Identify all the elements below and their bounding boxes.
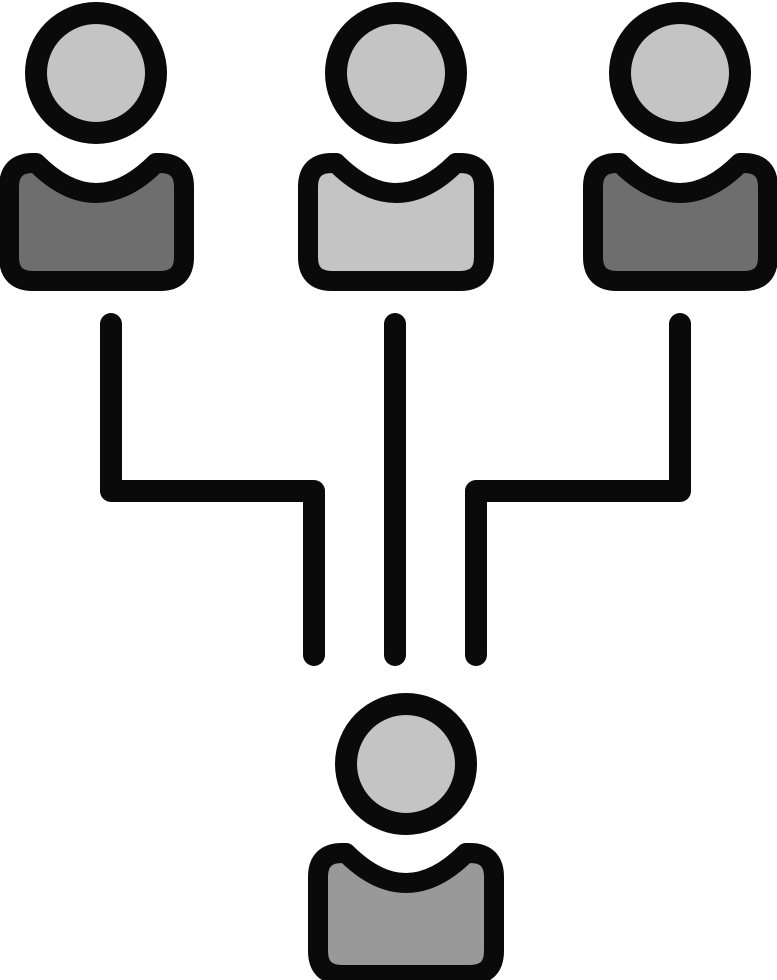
person-center-user-icon: [298, 2, 494, 291]
person-left-user-icon: [0, 2, 194, 291]
person-bottom-user-icon: [308, 693, 504, 980]
connectors-group: [100, 313, 691, 666]
person-bottom-body: [308, 843, 504, 980]
person-center-body: [298, 153, 494, 291]
connector-right: [465, 313, 691, 666]
person-left-body: [0, 153, 194, 291]
person-right-user-icon: [583, 2, 777, 291]
connector-left: [100, 313, 325, 666]
person-bottom-head: [335, 693, 477, 835]
person-left-head: [25, 2, 167, 144]
person-right-head: [609, 2, 751, 144]
person-center-head: [325, 2, 467, 144]
person-right-body: [583, 153, 777, 291]
